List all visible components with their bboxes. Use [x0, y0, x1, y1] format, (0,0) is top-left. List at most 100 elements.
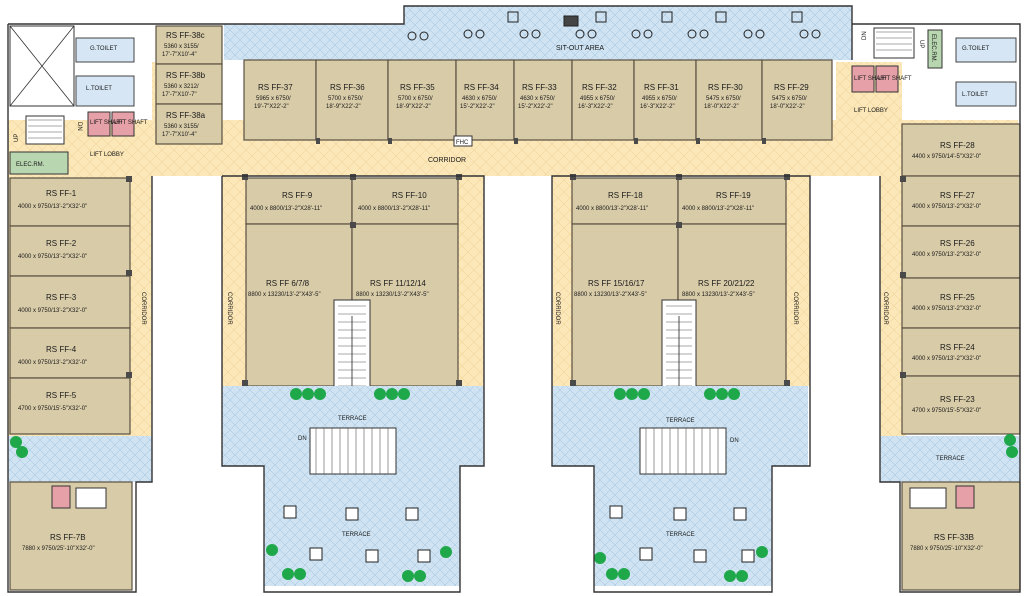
- terraces: TERRACE TERRACE TERRACE TERRACE TERRACE …: [8, 386, 1020, 586]
- terrace-stair: [309, 427, 397, 475]
- table-icon: [609, 505, 623, 519]
- shop-dim: 4000 x 9750/13'-2"X32'-0": [912, 252, 981, 258]
- corridor-label-2: CORRIDOR: [226, 292, 232, 325]
- seat-icon: [799, 29, 809, 39]
- shop-dim: 5965 x 6750/: [256, 96, 291, 102]
- shop-ff38b[interactable]: RS FF-38b 5360 x 3212/ 17'-7"X10'-7": [155, 63, 223, 105]
- terrace-stair: [639, 427, 727, 475]
- shop-name: RS FF-38a: [166, 111, 206, 120]
- shop-name: RS FF-26: [940, 239, 975, 248]
- plant-icon: [594, 552, 606, 564]
- fhc-label: FHC: [456, 140, 469, 146]
- shop-ff36[interactable]: RS FF-36 5700 x 6750/ 18'-9"X22'-2": [315, 59, 389, 141]
- table-icon: [283, 505, 297, 519]
- shop-name: RS FF-23: [940, 395, 975, 404]
- shop-ff19[interactable]: RS FF-19 4000 x 8800/13'-2"X28'-11": [677, 177, 787, 225]
- shop-dim: 4000 x 9750/13'-2"X32'-0": [18, 308, 87, 314]
- dn-label-2: DN: [862, 31, 868, 40]
- table-icon: [345, 507, 359, 521]
- shop-ff2[interactable]: RS FF-2 4000 x 9750/13'-2"X32'-0": [9, 225, 131, 277]
- shop-ff23[interactable]: RS FF-23 4700 x 9750/15'-5"X32'-0": [901, 375, 1021, 435]
- bottom-corner-shops: RS FF-7B 7880 x 9750/25'-10"X32'-0" RS F…: [9, 481, 1021, 591]
- shop-ff38a[interactable]: RS FF-38a 5360 x 3155/ 17'-7"X10'-4": [155, 103, 223, 145]
- plant-icon: [1004, 434, 1016, 446]
- shop-ff25[interactable]: RS FF-25 4000 x 9750/13'-2"X32'-0": [901, 277, 1021, 329]
- sitout-seating: [407, 11, 821, 41]
- plant-icon: [402, 570, 414, 582]
- shop-name: RS FF 11/12/14: [370, 279, 426, 288]
- corridor-label-3: CORRIDOR: [554, 292, 560, 325]
- shop-ff31[interactable]: RS FF-31 4955 x 6750/ 16'-3"X22'-2": [633, 59, 697, 141]
- counter-icon: [563, 15, 579, 27]
- central-block-left: RS FF-9 4000 x 8800/13'-2"X28'-11" RS FF…: [245, 177, 459, 406]
- shop-ff27[interactable]: RS FF-27 4000 x 9750/13'-2"X32'-0": [901, 175, 1021, 227]
- corridor-top-label: CORRIDOR: [428, 157, 466, 164]
- terrace-label-left: TERRACE: [338, 416, 367, 422]
- shop-ff3[interactable]: RS FF-3 4000 x 9750/13'-2"X32'-0": [9, 275, 131, 329]
- shop-name: RS FF-30: [708, 83, 743, 92]
- shop-ff24[interactable]: RS FF-24 4000 x 9750/13'-2"X32'-0": [901, 327, 1021, 377]
- seat-icon: [687, 29, 697, 39]
- shop-name: RS FF 15/16/17: [588, 279, 645, 288]
- shop-name: RS FF-35: [400, 83, 435, 92]
- shop-dim: 4000 x 9750/13'-2"X32'-0": [18, 360, 87, 366]
- shop-ff10[interactable]: RS FF-10 4000 x 8800/13'-2"X28'-11": [351, 177, 459, 225]
- shop-ff18[interactable]: RS FF-18 4000 x 8800/13'-2"X28'-11": [571, 177, 679, 225]
- shop-dim: 5360 x 3155/: [164, 124, 199, 130]
- shop-ff4[interactable]: RS FF-4 4000 x 9750/13'-2"X32'-0": [9, 327, 131, 379]
- shop-ff9[interactable]: RS FF-9 4000 x 8800/13'-2"X28'-11": [245, 177, 353, 225]
- shop-dim: 16'-3"X22'-2": [578, 104, 613, 110]
- shop-ff32[interactable]: RS FF-32 4955 x 6750/ 16'-3"X22'-2": [571, 59, 635, 141]
- table-icon: [733, 507, 747, 521]
- terrace-label-right: TERRACE: [666, 418, 695, 424]
- table-icon: [405, 507, 419, 521]
- plant-icon: [724, 570, 736, 582]
- shop-dim: 4700 x 9750/15'-5"X32'-0": [18, 406, 87, 412]
- shop-name: RS FF-28: [940, 141, 975, 150]
- top-shop-row: RS FF-37 5965 x 6750/ 19'-7"X22'-2" RS F…: [243, 59, 833, 147]
- elec-room-right: ELEC.RM.: [930, 34, 936, 63]
- shop-name: RS FF-32: [582, 83, 617, 92]
- seat-icon: [755, 29, 765, 39]
- left-shop-column: RS FF-1 4000 x 9750/13'-2"X32'-0" RS FF-…: [9, 177, 131, 435]
- table-icon: [661, 11, 673, 23]
- shop-ff29[interactable]: RS FF-29 5475 x 6750/ 18'-0"X22'-2": [761, 59, 833, 141]
- plant-icon: [282, 568, 294, 580]
- plants: [10, 388, 1018, 582]
- shop-ff5[interactable]: RS FF-5 4700 x 9750/15'-5"X32'-0": [9, 377, 131, 435]
- plant-icon: [290, 388, 302, 400]
- shop-dim: 4400 x 9750/14'-5"X32'-0": [912, 154, 981, 160]
- shop-name: RS FF-5: [46, 391, 77, 400]
- plant-icon: [10, 436, 22, 448]
- seat-icon: [587, 29, 597, 39]
- right-shop-column: RS FF-28 4400 x 9750/14'-5"X32'-0" RS FF…: [901, 123, 1021, 435]
- shop-name: RS FF-38c: [166, 31, 205, 40]
- shop-dim: 4000 x 9750/13'-2"X32'-0": [18, 204, 87, 210]
- shop-ff30[interactable]: RS FF-30 5475 x 6750/ 18'-0"X22'-2": [695, 59, 763, 141]
- shop-ff7b[interactable]: RS FF-7B 7880 x 9750/25'-10"X32'-0": [9, 481, 133, 591]
- shop-ff38c[interactable]: RS FF-38c 5360 x 3155/ 17'-7"X10'-4": [155, 25, 223, 65]
- table-icon: [507, 11, 519, 23]
- left-core: G.TOILET L.TOILET LIFT SHAFT LIFT SHAFT …: [9, 25, 148, 175]
- table-icon: [791, 11, 803, 23]
- seat-icon: [699, 29, 709, 39]
- shop-name: RS FF-24: [940, 343, 975, 352]
- plant-icon: [440, 546, 452, 558]
- shop-dim: 15'-2"X22'-2": [460, 104, 495, 110]
- shop-ff35[interactable]: RS FF-35 5700 x 6750/ 18'-9"X22'-2": [387, 59, 457, 141]
- sitout-area: SIT-OUT AREA: [222, 5, 853, 60]
- table-icon: [741, 549, 755, 563]
- shop-ff28[interactable]: RS FF-28 4400 x 9750/14'-5"X32'-0": [901, 123, 1021, 177]
- shop-ff1[interactable]: RS FF-1 4000 x 9750/13'-2"X32'-0": [9, 177, 131, 227]
- lift-lobby-left: LIFT LOBBY: [90, 152, 124, 158]
- l-toilet-left: L.TOILET: [86, 86, 112, 92]
- shop-ff34[interactable]: RS FF-34 4630 x 6750/ 15'-2"X22'-2": [455, 59, 515, 141]
- shop-ff151617[interactable]: RS FF 15/16/17 8800 x 13230/13'-2"X43'-5…: [571, 223, 679, 387]
- shop-ff37[interactable]: RS FF-37 5965 x 6750/ 19'-7"X22'-2": [243, 59, 317, 141]
- shop-name: RS FF-19: [716, 191, 751, 200]
- table-icon: [417, 549, 431, 563]
- shop-ff26[interactable]: RS FF-26 4000 x 9750/13'-2"X32'-0": [901, 225, 1021, 279]
- shop-name: RS FF-31: [644, 83, 679, 92]
- up-label-2: UP: [918, 40, 924, 48]
- shop-ff33[interactable]: RS FF-33 4630 x 6750/ 15'-2"X22'-2": [513, 59, 573, 141]
